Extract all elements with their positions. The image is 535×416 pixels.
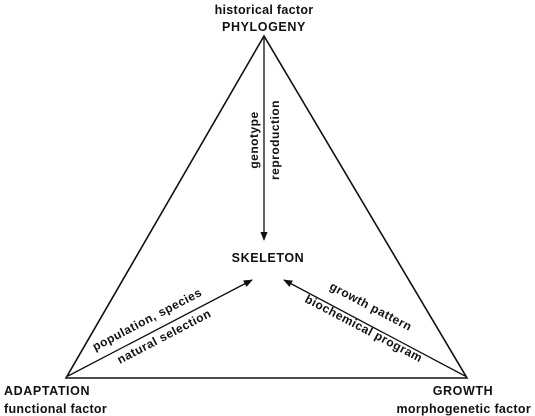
phylogeny-title: PHYLOGENY <box>222 20 306 34</box>
adaptation-to-skeleton-arrow <box>67 279 253 377</box>
skeleton-label: SKELETON <box>232 251 305 265</box>
genotype-label: genotype <box>247 111 261 168</box>
reproduction-label: reproduction <box>268 100 282 180</box>
adaptation-title: ADAPTATION <box>4 384 90 398</box>
adaptation-subtitle: functional factor <box>4 402 107 416</box>
triangle-outline <box>64 34 469 379</box>
phylogeny-subtitle: historical factor <box>215 3 314 17</box>
growth-title: GROWTH <box>433 384 494 398</box>
growth-subtitle: morphogenetic factor <box>397 402 532 416</box>
growth-to-skeleton-arrow <box>283 279 466 377</box>
